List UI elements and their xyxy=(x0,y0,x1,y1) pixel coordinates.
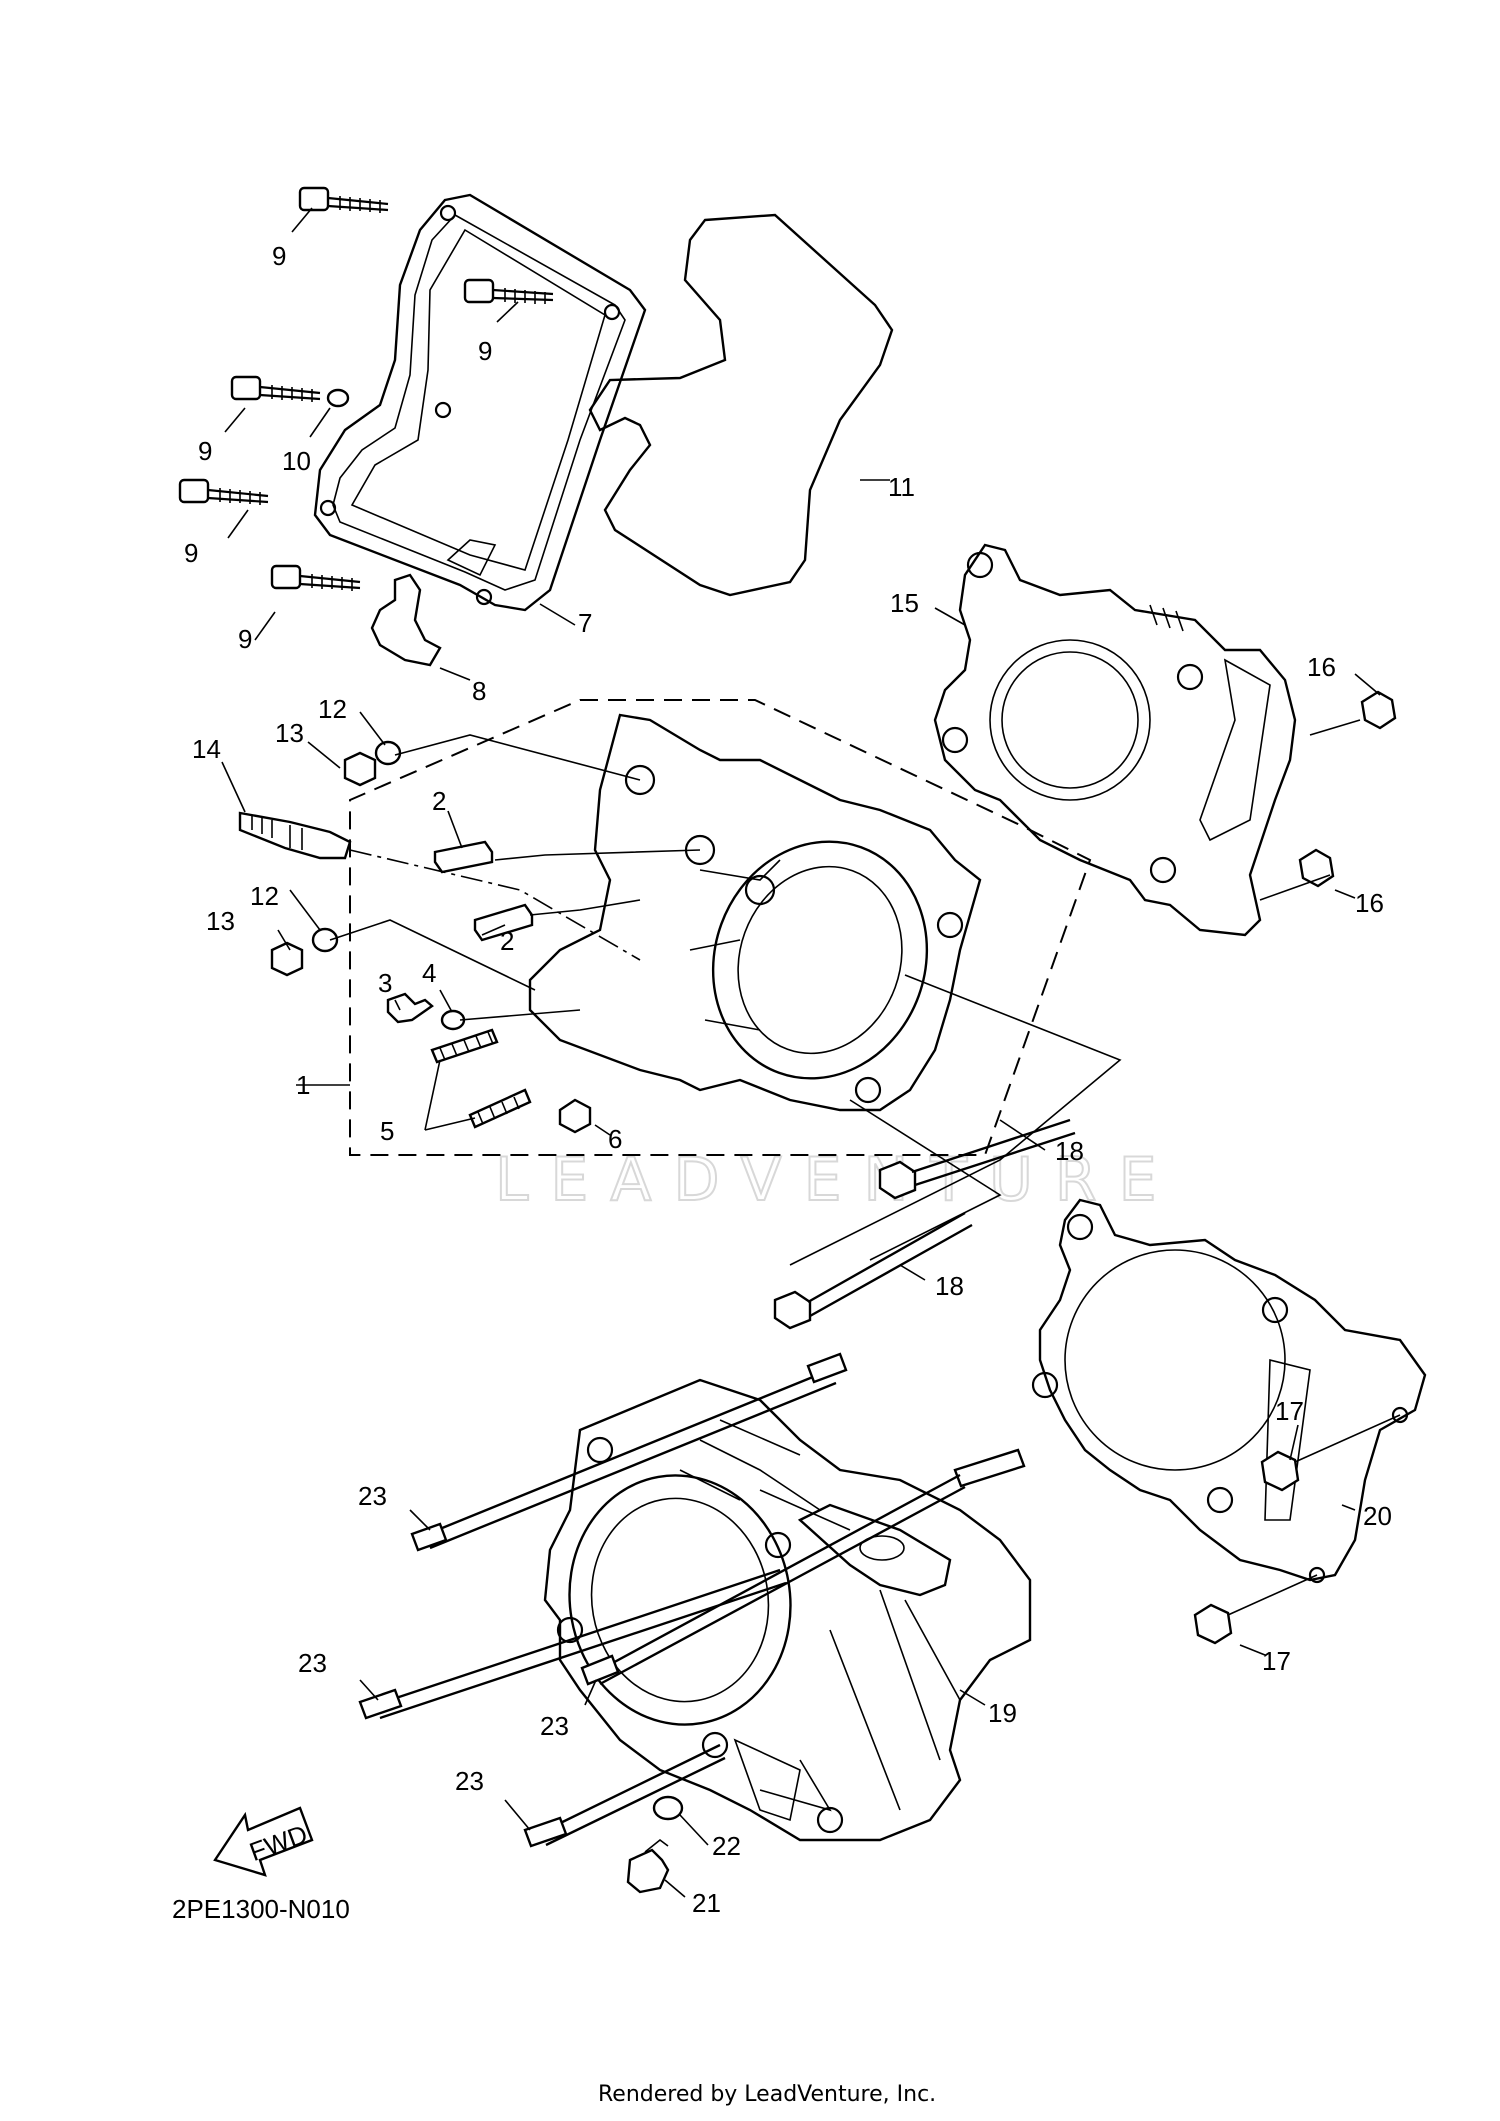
callout-16: 16 xyxy=(1307,652,1336,682)
callout-20: 20 xyxy=(1363,1501,1392,1531)
callout-9: 9 xyxy=(238,624,252,654)
callout-23: 23 xyxy=(358,1481,387,1511)
callout-9: 9 xyxy=(272,241,286,271)
callout-17: 17 xyxy=(1262,1646,1291,1676)
callout-9: 9 xyxy=(198,436,212,466)
dowel-pins-16 xyxy=(1298,690,1397,888)
callout-5: 5 xyxy=(380,1116,394,1146)
callout-8: 8 xyxy=(472,676,486,706)
callout-23: 23 xyxy=(455,1766,484,1796)
reference-lines-head xyxy=(329,719,1361,1266)
callout-14: 14 xyxy=(192,734,221,764)
callout-9: 9 xyxy=(478,336,492,366)
callout-12: 12 xyxy=(250,881,279,911)
cylinder-head-gasket xyxy=(933,543,1297,937)
cylinder-head-assembly-outline xyxy=(349,699,1092,1156)
callout-21: 21 xyxy=(692,1888,721,1918)
callout-2: 2 xyxy=(432,786,446,816)
callout-18: 18 xyxy=(935,1271,964,1301)
cylinder-head-small-parts xyxy=(238,740,592,1134)
callout-4: 4 xyxy=(422,958,436,988)
callout-15: 15 xyxy=(890,588,919,618)
forward-arrow-icon: FWD xyxy=(213,1806,314,1877)
callout-13: 13 xyxy=(275,718,304,748)
head-bolts-18 xyxy=(773,1118,1076,1330)
callout-2: 2 xyxy=(500,926,514,956)
o-ring-10 xyxy=(326,388,350,408)
callout-18: 18 xyxy=(1055,1136,1084,1166)
callout-16: 16 xyxy=(1355,888,1384,918)
callout-13: 13 xyxy=(206,906,235,936)
studs-23 xyxy=(358,1352,1026,1848)
callout-23: 23 xyxy=(298,1648,327,1678)
cylinder-head-cover xyxy=(313,193,647,612)
callout-17: 17 xyxy=(1275,1396,1304,1426)
callout-10: 10 xyxy=(282,446,311,476)
callout-1: 1 xyxy=(296,1070,310,1100)
callout-19: 19 xyxy=(988,1698,1017,1728)
callout-6: 6 xyxy=(608,1124,622,1154)
callout-12: 12 xyxy=(318,694,347,724)
dowel-pins-17 xyxy=(1193,1414,1401,1645)
leader-lines xyxy=(221,207,1381,1898)
cylinder-head xyxy=(528,713,982,1112)
bolts-9 xyxy=(178,186,554,591)
callout-labels: 9 9 9 9 9 10 11 7 8 15 16 16 12 13 14 2 … xyxy=(184,241,1392,1918)
cover-gasket xyxy=(588,213,894,597)
callout-9: 9 xyxy=(184,538,198,568)
callout-7: 7 xyxy=(578,608,592,638)
callout-3: 3 xyxy=(378,968,392,998)
rendered-by-footer: Rendered by LeadVenture, Inc. xyxy=(598,2082,936,2107)
callout-22: 22 xyxy=(712,1831,741,1861)
cylinder-block xyxy=(543,1378,1032,1842)
callout-23: 23 xyxy=(540,1711,569,1741)
callout-11: 11 xyxy=(888,472,915,502)
cable-clamp xyxy=(370,573,442,667)
oil-drain-parts xyxy=(626,1795,684,1894)
diagram-code: 2PE1300-N010 xyxy=(172,1894,350,1924)
